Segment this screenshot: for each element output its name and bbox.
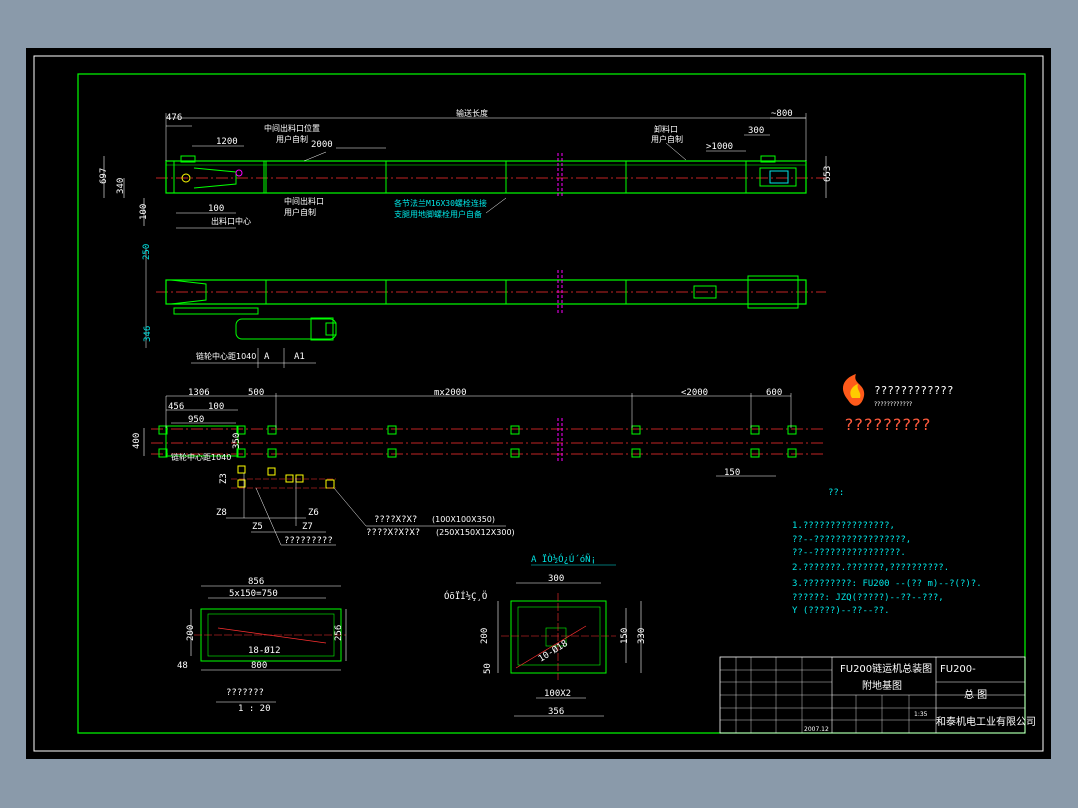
dim-800: ~800 — [771, 109, 793, 119]
dim-2000: 2000 — [311, 140, 333, 150]
note-line-2: ??--?????????????????, — [792, 535, 911, 545]
dim-100x2: 100X2 — [544, 689, 571, 699]
section-right — [497, 564, 642, 717]
title-sub: 附地基图 — [862, 679, 902, 692]
section-scale-label: ??????? — [226, 688, 264, 698]
title-company: 和泰机电工业有限公司 — [936, 715, 1036, 728]
dim-100-foundation: 100 — [208, 402, 224, 412]
note-line-4: 2.???????.???????,??????????. — [792, 563, 949, 573]
title-date: 2007.12 — [804, 726, 829, 733]
title-scale: 1:35 — [914, 711, 928, 718]
note-user-self-made-bottom: 用户自制 — [284, 207, 316, 217]
dim-346: 346 — [143, 326, 153, 342]
title-main: FU200链运机总装图 — [840, 662, 932, 675]
section-scale: 1 : 20 — [238, 704, 271, 714]
dim-1200: 1200 — [216, 137, 238, 147]
dim-456: 456 — [168, 402, 184, 412]
notes-heading: ??: — [828, 488, 844, 498]
title-sheet: 总 图 — [964, 688, 987, 701]
dim-356: 356 — [548, 707, 564, 717]
note-line-1: 1.????????????????, — [792, 521, 895, 531]
label-foundation-anchor: ????????? — [284, 536, 333, 546]
dim-z3: Z3 — [219, 473, 229, 484]
dim-400: 400 — [132, 433, 142, 449]
title-block — [719, 656, 1026, 734]
drawing-canvas: 476 输送长度 1200 2000 ~800 300 >1000 697 34… — [26, 48, 1051, 759]
note-mid-outlet-position: 中间出料口位置 — [264, 123, 320, 133]
section-left — [190, 585, 347, 703]
dim-5x150: 5x150=750 — [229, 589, 278, 599]
dim-856: 856 — [248, 577, 264, 587]
note-line-5: 3.?????????: FU200 --(?? m)--?(?)?. — [792, 579, 982, 589]
inner-frame — [77, 73, 1026, 734]
note-outlet-center: 出料口中心 — [211, 216, 251, 226]
brand-logo-text: ???????????? — [874, 384, 953, 397]
dim-axle-center: 链轮中心距1040 — [171, 452, 231, 462]
dim-z7: Z7 — [302, 522, 313, 532]
dim-1000: >1000 — [706, 142, 733, 152]
dim-330: 330 — [637, 628, 647, 644]
note-user-self-made-top: 用户自制 — [276, 134, 308, 144]
note-user-self-made-right: 用户自制 — [651, 134, 683, 144]
note-line-7: Y (?????)--??--??. — [792, 606, 890, 616]
dim-200-right: 200 — [480, 628, 490, 644]
dim-653: 653 — [823, 166, 833, 182]
dim-150: 150 — [724, 468, 740, 478]
dim-600: 600 — [766, 388, 782, 398]
dim-z5: Z5 — [252, 522, 263, 532]
outer-frame — [33, 55, 1044, 752]
cad-drawing: 476 输送长度 1200 2000 ~800 300 >1000 697 34… — [33, 55, 1044, 752]
note-bolt-line-2: 支腿用地脚螺栓用户自备 — [394, 209, 482, 219]
note-discharge: 卸料口 — [654, 124, 678, 134]
callout-angle-2-value: (250X150X12X300) — [436, 528, 515, 537]
note-line-3: ??--????????????????. — [792, 548, 906, 558]
dim-950: 950 — [188, 415, 204, 425]
dim-holes-left: 18-Ø12 — [248, 645, 281, 656]
dim-800-left: 800 — [251, 661, 267, 671]
dim-250: 250 — [142, 244, 152, 260]
dim-476: 476 — [166, 113, 182, 123]
view-plan — [145, 248, 826, 368]
title-code: FU200- — [940, 664, 976, 675]
dim-conveyor-length: 输送长度 — [456, 108, 488, 118]
brand-name: ????????? — [844, 415, 931, 434]
dim-500: 500 — [248, 388, 264, 398]
dim-1306: 1306 — [188, 388, 210, 398]
callout-angle-1-value: (100X100X350) — [432, 515, 495, 524]
callout-angle-2: ????X?X?X? — [366, 528, 420, 538]
dim-150-right: 150 — [620, 628, 630, 644]
section-right-title: A ÏÒ½Ó¿Ú´óÑ¡ — [531, 553, 596, 565]
dim-A1: A1 — [294, 352, 305, 362]
dim-48: 48 — [177, 661, 188, 671]
dim-200-left: 200 — [186, 625, 196, 641]
dim-under-2000: <2000 — [681, 388, 708, 398]
brand-logo-icon — [842, 374, 865, 406]
dim-z6: Z6 — [308, 508, 319, 518]
dim-300: 300 — [748, 126, 764, 136]
callout-angle-1: ????X?X? — [374, 515, 417, 525]
dim-697: 697 — [99, 168, 109, 184]
brand-logo-subtext: ???????????? — [874, 401, 912, 408]
note-bolt-line-1: 各节法兰M16X30螺栓连接 — [394, 198, 487, 208]
dim-A: A — [264, 352, 270, 362]
section-right-sub: ÓõÏÍ½Ç¸Ö — [444, 590, 487, 602]
note-line-6: ??????: JZQ(?????)--??--???, — [792, 593, 944, 603]
dim-z8: Z8 — [216, 508, 227, 518]
dim-holes-right: 10-Ø18 — [536, 638, 569, 665]
dim-100-h: 100 — [208, 204, 224, 214]
view-foundation — [143, 393, 826, 546]
dim-300-right: 300 — [548, 574, 564, 584]
dim-50: 50 — [483, 663, 493, 674]
dim-mx2000: mx2000 — [434, 388, 467, 398]
view-elevation — [103, 113, 827, 229]
dim-100-v: 100 — [139, 204, 149, 220]
note-mid-outlet: 中间出料口 — [284, 196, 324, 206]
dim-drive-center: 链轮中心距1040 — [196, 351, 256, 361]
dim-256: 256 — [334, 625, 344, 641]
dim-340: 340 — [116, 178, 126, 194]
dim-350: 350 — [232, 433, 242, 449]
